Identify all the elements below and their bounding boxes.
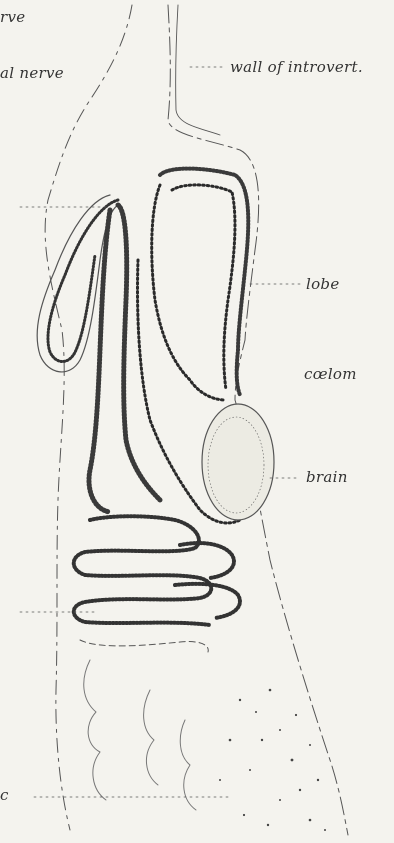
label-lobe: lobe [306, 275, 340, 293]
lower-outline-2 [144, 690, 158, 785]
right-lobe-inner [172, 185, 235, 390]
label-c: c [0, 786, 9, 804]
stippling [219, 689, 326, 831]
gut-folds-1 [74, 516, 212, 625]
label-coelom: cœlom [304, 365, 357, 383]
label-brain: brain [306, 468, 348, 486]
body-wall-left [45, 5, 132, 830]
gut-epithelium-inner [89, 210, 110, 512]
label-al-nerve: al nerve [0, 64, 64, 82]
introvert-wall [176, 5, 220, 135]
right-lobe-stem [152, 185, 225, 400]
gut-folds-lower [80, 640, 208, 652]
lower-outline-1 [84, 660, 106, 800]
label-nerve: rve [0, 8, 25, 26]
label-wall-of-introvert: wall of introvert. [230, 58, 363, 76]
brain [202, 404, 274, 520]
lower-outline-3 [180, 720, 196, 810]
